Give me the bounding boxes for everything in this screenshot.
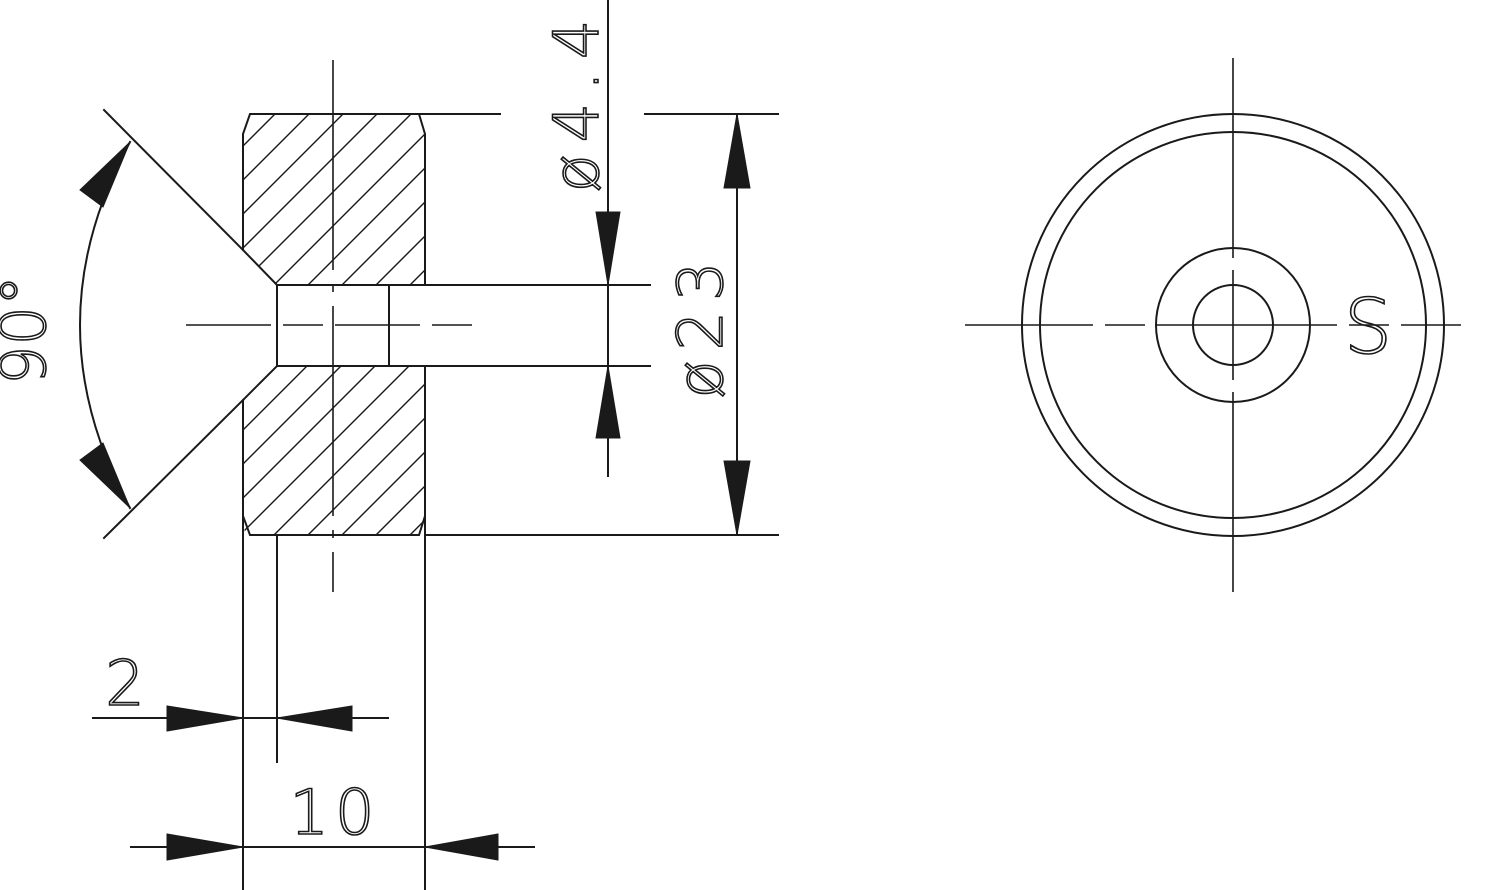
hatch-line: [243, 114, 425, 285]
marking-label: S: [1344, 282, 1392, 371]
hatch-line: [243, 366, 425, 535]
hatch-line: [243, 114, 403, 285]
hatch-line: [377, 366, 425, 535]
hatch-line: [243, 366, 425, 535]
section-view: 90° ø4.4 ø23 2 10: [0, 0, 779, 890]
hole-arrow-bottom: [595, 365, 621, 439]
angle-arrow-top: [79, 141, 131, 208]
chamfer-arrow-right: [276, 705, 353, 732]
section-hatch-top: [243, 114, 425, 285]
hatch-line: [377, 114, 425, 285]
hatch-line: [243, 366, 425, 535]
thickness-arrow-right: [424, 833, 499, 861]
hatch-line: [243, 114, 425, 285]
hatch-line: [243, 114, 425, 285]
hatch-line: [411, 366, 425, 535]
angle-arrow-bottom: [79, 442, 131, 509]
hatch-line: [243, 366, 403, 535]
outer-diameter-label: ø23: [664, 252, 737, 399]
chamfer-arrow-left: [166, 705, 244, 732]
hole-diameter-label: ø4.4: [540, 8, 613, 193]
hatch-line: [243, 114, 425, 285]
hatch-line: [243, 114, 425, 285]
hatch-line: [243, 366, 425, 535]
thickness-arrow-left: [166, 833, 244, 861]
hatch-line: [343, 366, 425, 535]
chamfer-label: 2: [105, 647, 144, 720]
hatch-line: [243, 366, 425, 535]
hatch-line: [243, 366, 425, 535]
hatch-line: [243, 114, 425, 285]
hatch-line: [243, 114, 425, 285]
hatch-line: [411, 114, 425, 285]
hole-arrow-top: [595, 211, 621, 286]
front-view: S: [965, 58, 1500, 592]
outer-arrow-bottom: [723, 460, 751, 536]
section-hatch-bottom: [243, 366, 425, 535]
hatch-line: [243, 114, 425, 285]
angle-label: 90°: [0, 275, 60, 385]
outer-arrow-top: [723, 113, 751, 189]
hatch-line: [243, 366, 425, 535]
thickness-label: 10: [290, 776, 381, 849]
hatch-line: [243, 366, 425, 535]
